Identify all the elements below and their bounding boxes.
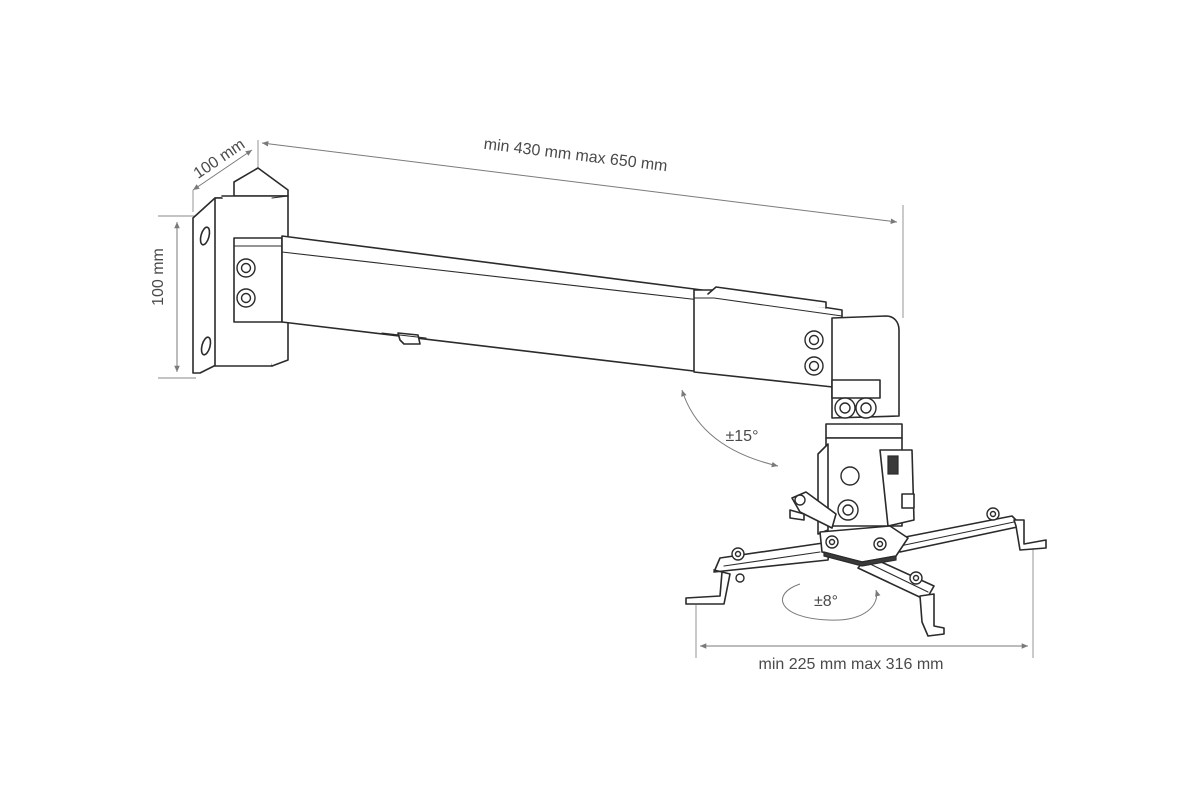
hub-nut-right xyxy=(873,537,887,551)
arm-length-dimension-line xyxy=(261,140,898,225)
dimension-lines xyxy=(158,140,1034,658)
wall-collar-nut-bottom xyxy=(236,288,256,308)
bracket-width-label: min 225 mm max 316 mm xyxy=(759,656,944,673)
height-label: 100 mm xyxy=(150,248,167,306)
inner-arm-tube xyxy=(693,286,843,389)
tilt-arc xyxy=(681,389,779,468)
wall-slot-bottom xyxy=(200,336,212,356)
swivel-label: ±8° xyxy=(814,593,838,610)
tilt-pivot-hole xyxy=(840,466,860,486)
depth-label: 100 mm xyxy=(191,136,248,182)
depth-dimension-line xyxy=(192,149,253,191)
tilt-label: ±15° xyxy=(726,428,759,445)
hub-nut-left xyxy=(825,535,839,549)
wall-slot-top xyxy=(199,226,211,246)
wall-plate xyxy=(192,167,289,374)
spider-bracket xyxy=(685,491,1047,637)
arm-nut-top xyxy=(804,330,824,350)
spider-foot-left xyxy=(685,569,731,605)
spider-screw-front xyxy=(909,571,923,585)
arm-nut-bottom xyxy=(804,356,824,376)
spider-foot-front xyxy=(919,593,945,637)
arm-length-label: min 430 mm max 650 mm xyxy=(483,136,669,175)
outer-arm-tube xyxy=(281,235,703,373)
spider-screw-right xyxy=(986,507,1000,521)
elbow-nut-right xyxy=(855,397,877,419)
spider-foot-right xyxy=(1013,519,1047,551)
spider-screw-left xyxy=(731,547,745,561)
elbow-nut-left xyxy=(834,397,856,419)
wall-collar-nut-top xyxy=(236,258,256,278)
swivel-arc xyxy=(782,583,881,621)
spider-arm-left xyxy=(713,541,831,573)
elbow-block xyxy=(831,315,900,419)
tilt-lock-nut xyxy=(837,499,859,521)
